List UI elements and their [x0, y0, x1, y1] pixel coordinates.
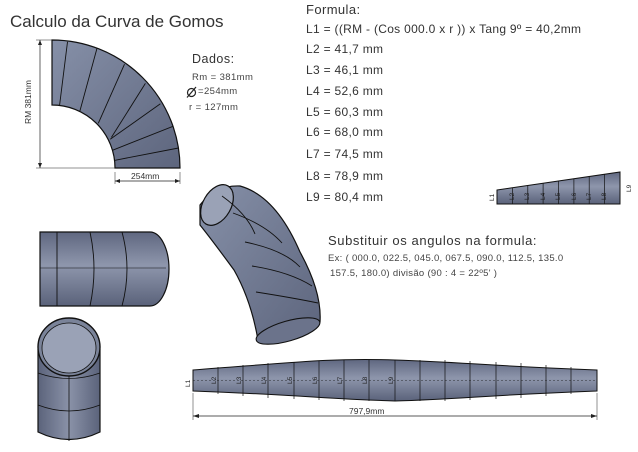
- large-template: L1 L2 L3 L4 L5 L6 L7 L8 L9 797,9mm: [185, 359, 598, 420]
- large-template-label-l9: L9: [388, 376, 395, 384]
- pipe-end-view: [37, 317, 101, 441]
- large-template-label-l8: L8: [362, 376, 369, 384]
- rm-dimension-label: RM 381mm: [23, 80, 33, 124]
- small-template-label-l3: L3: [524, 192, 531, 200]
- substituir-heading: Substituir os angulos na formula:: [328, 233, 538, 248]
- substituir-line-2: 157.5, 180.0) divisão (90 : 4 = 22º5' ): [330, 268, 498, 279]
- dados-diameter: =254mm: [198, 86, 238, 97]
- large-template-label-l4: L4: [261, 376, 268, 384]
- large-template-label-l2: L2: [211, 376, 218, 384]
- formula-line-l5: L5 = 60,3 mm: [306, 105, 384, 119]
- formula-line-l3: L3 = 46,1 mm: [306, 63, 384, 77]
- small-template-label-l2: L2: [509, 192, 516, 200]
- large-template-length-label: 797,9mm: [349, 406, 384, 416]
- small-template-label-l7: L7: [586, 192, 593, 200]
- large-template-label-l1: L1: [185, 379, 192, 387]
- formula-line-l8: L8 = 78,9 mm: [306, 169, 384, 183]
- small-template-label-l5: L5: [555, 192, 562, 200]
- width-dimension-label: 254mm: [131, 171, 159, 181]
- formula-line-l4: L4 = 52,6 mm: [306, 84, 384, 98]
- large-template-label-l6: L6: [312, 376, 319, 384]
- formula-line-l1: L1 = ((RM - (Cos 000.0 x r )) x Tang 9º …: [306, 22, 582, 36]
- small-template-label-l4: L4: [540, 192, 547, 200]
- formula-line-l2: L2 = 41,7 mm: [306, 42, 384, 56]
- dados-heading: Dados:: [192, 52, 235, 66]
- formula-line-l9: L9 = 80,4 mm: [306, 190, 384, 204]
- pipe-side-view: [39, 231, 170, 307]
- substituir-line-1: Ex: ( 000.0, 022.5, 045.0, 067.5, 090.0,…: [328, 253, 564, 264]
- elbow-side-view: RM 381mm 254mm: [23, 39, 181, 184]
- small-template-label-l1: L1: [489, 193, 496, 201]
- small-template-label-l9: L9: [626, 184, 633, 192]
- large-template-label-l5: L5: [287, 376, 294, 384]
- small-template-label-l6: L6: [571, 192, 578, 200]
- formula-line-l7: L7 = 74,5 mm: [306, 147, 384, 161]
- small-template: L1 L2 L3 L4 L5 L6 L7 L8 L9: [489, 171, 633, 205]
- dados-rm: Rm = 381mm: [192, 72, 254, 83]
- large-template-label-l3: L3: [236, 376, 243, 384]
- elbow-3d-view: [199, 184, 321, 345]
- formula-heading: Formula:: [306, 2, 361, 17]
- formula-line-l6: L6 = 68,0 mm: [306, 125, 384, 139]
- small-template-label-l8: L8: [601, 192, 608, 200]
- dados-r: r = 127mm: [189, 102, 239, 113]
- page-title: Calculo da Curva de Gomos: [10, 12, 224, 31]
- large-template-label-l7: L7: [337, 376, 344, 384]
- diameter-icon: [186, 85, 197, 103]
